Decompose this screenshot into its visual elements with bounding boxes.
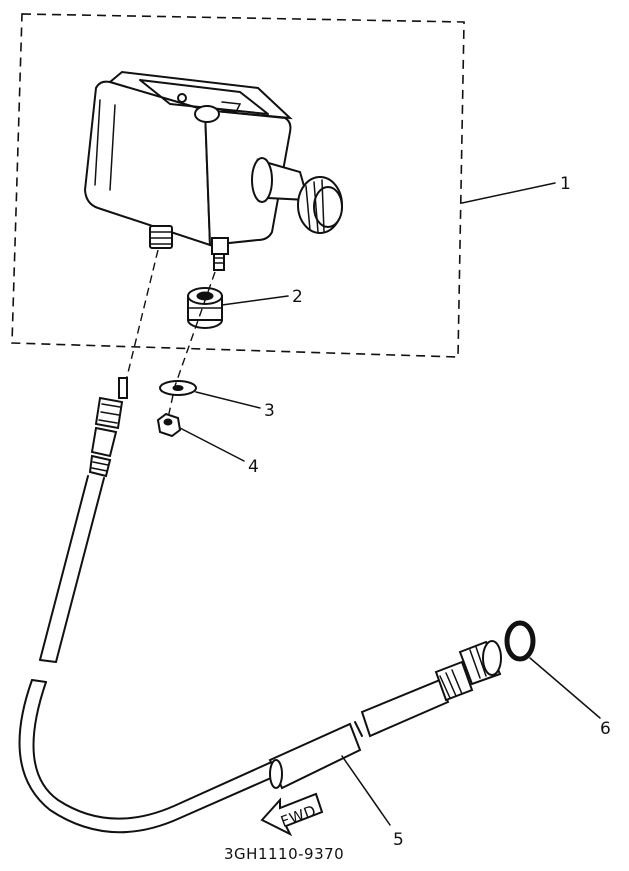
leader-5 [341,755,391,826]
leader-2 [221,295,289,306]
guide-line-cable [124,249,159,386]
meter-unit [83,70,343,271]
callout-5: 5 [393,830,404,850]
callout-2: 2 [292,287,303,307]
grommet [187,287,223,329]
leader-3 [195,391,261,409]
leader-6 [529,657,601,719]
callout-6: 6 [600,719,611,739]
nut [156,412,182,438]
leader-4 [179,427,245,462]
callout-3: 3 [264,401,275,421]
o-ring [504,620,536,662]
guide-line-grommet [167,271,216,419]
washer [159,380,197,396]
callout-1: 1 [560,174,571,194]
fwd-arrow: FWD [260,792,324,837]
callout-4: 4 [248,457,259,477]
diagram-code: 3GH1110-9370 [224,845,344,863]
leader-1 [461,182,556,204]
meter-cable [18,377,502,834]
